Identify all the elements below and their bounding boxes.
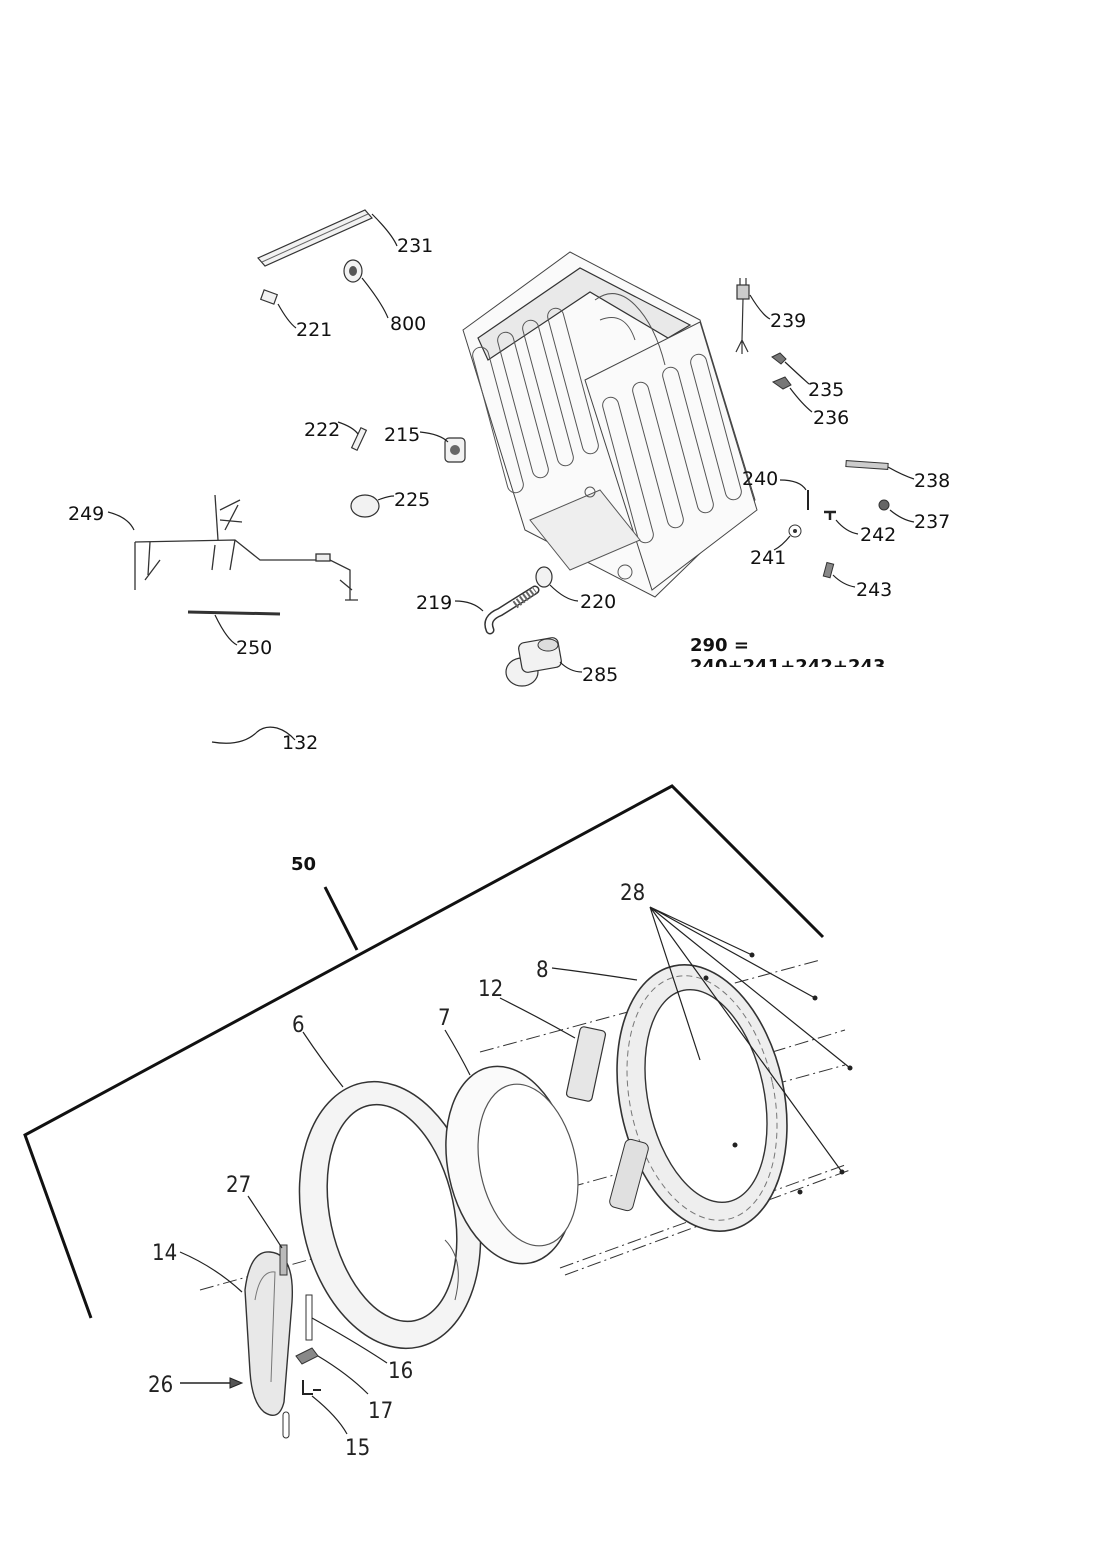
part-236-clip <box>771 376 813 413</box>
kit-note-line2: 240+241+242+243 <box>690 656 886 677</box>
label-242: 242 <box>860 524 896 546</box>
part-235-clip <box>771 352 810 385</box>
part-240-pin <box>779 479 809 510</box>
part-221-clip <box>259 289 297 329</box>
label-235: 235 <box>808 379 844 401</box>
label-237: 237 <box>914 511 950 533</box>
part-222-strip <box>337 421 368 452</box>
part-8-inner-door-frame <box>551 964 788 1232</box>
part-243-plug <box>822 561 856 588</box>
part-800-assembly <box>343 259 389 319</box>
part-250-rod <box>187 610 281 646</box>
label-132: 132 <box>282 732 318 754</box>
part-6-outer-door-ring <box>298 1031 482 1350</box>
part-241-washer <box>773 524 802 551</box>
part-219-hose <box>454 585 540 635</box>
part-225-sensor <box>350 494 395 518</box>
part-28-screws <box>649 906 853 1195</box>
label-12: 12 <box>478 977 503 1002</box>
label-231: 231 <box>397 235 433 257</box>
part-237-nut <box>878 499 915 523</box>
label-225: 225 <box>394 489 430 511</box>
label-28: 28 <box>620 881 645 906</box>
label-8: 8 <box>536 958 549 983</box>
part-16-rod <box>305 1294 388 1364</box>
part-238-bar <box>845 460 915 480</box>
label-14: 14 <box>152 1241 177 1266</box>
label-243: 243 <box>856 579 892 601</box>
label-249: 249 <box>68 503 104 525</box>
label-240: 240 <box>742 468 778 490</box>
part-17-latch <box>295 1347 369 1395</box>
label-220: 220 <box>580 591 616 613</box>
label-6: 6 <box>292 1013 305 1038</box>
label-222: 222 <box>304 419 340 441</box>
label-250: 250 <box>236 637 272 659</box>
part-7-door-glass <box>444 1029 579 1265</box>
kit-note-line1: 290 = <box>690 635 749 656</box>
label-219: 219 <box>416 592 452 614</box>
part-285-drain-pump <box>505 637 583 687</box>
part-132-cable <box>211 726 296 744</box>
part-220-clamp <box>535 566 579 602</box>
label-285: 285 <box>582 664 618 686</box>
part-27-pin <box>247 1195 288 1276</box>
part-239-power-cord <box>735 278 771 354</box>
part-242-screw <box>824 510 859 535</box>
part-231-bracket <box>257 209 398 267</box>
part-12-hinge <box>499 997 607 1102</box>
part-26-screw <box>180 1377 244 1389</box>
label-15: 15 <box>345 1436 370 1461</box>
part-14-door-handle <box>179 1251 294 1416</box>
label-241: 241 <box>750 547 786 569</box>
door-assembly-frame <box>23 784 825 1319</box>
label-239: 239 <box>770 310 806 332</box>
label-215: 215 <box>384 424 420 446</box>
label-800: 800 <box>390 313 426 335</box>
cabinet-body <box>462 251 758 598</box>
label-7: 7 <box>438 1006 451 1031</box>
label-238: 238 <box>914 470 950 492</box>
part-215-valve <box>419 431 466 463</box>
label-221: 221 <box>296 319 332 341</box>
label-27: 27 <box>226 1173 251 1198</box>
label-236: 236 <box>813 407 849 429</box>
label-16: 16 <box>388 1359 413 1384</box>
part-249-wiring-harness <box>107 494 358 601</box>
part-15-spring <box>282 1380 348 1439</box>
label-26: 26 <box>148 1373 173 1398</box>
label-17: 17 <box>368 1399 393 1424</box>
label-50: 50 <box>291 854 316 875</box>
